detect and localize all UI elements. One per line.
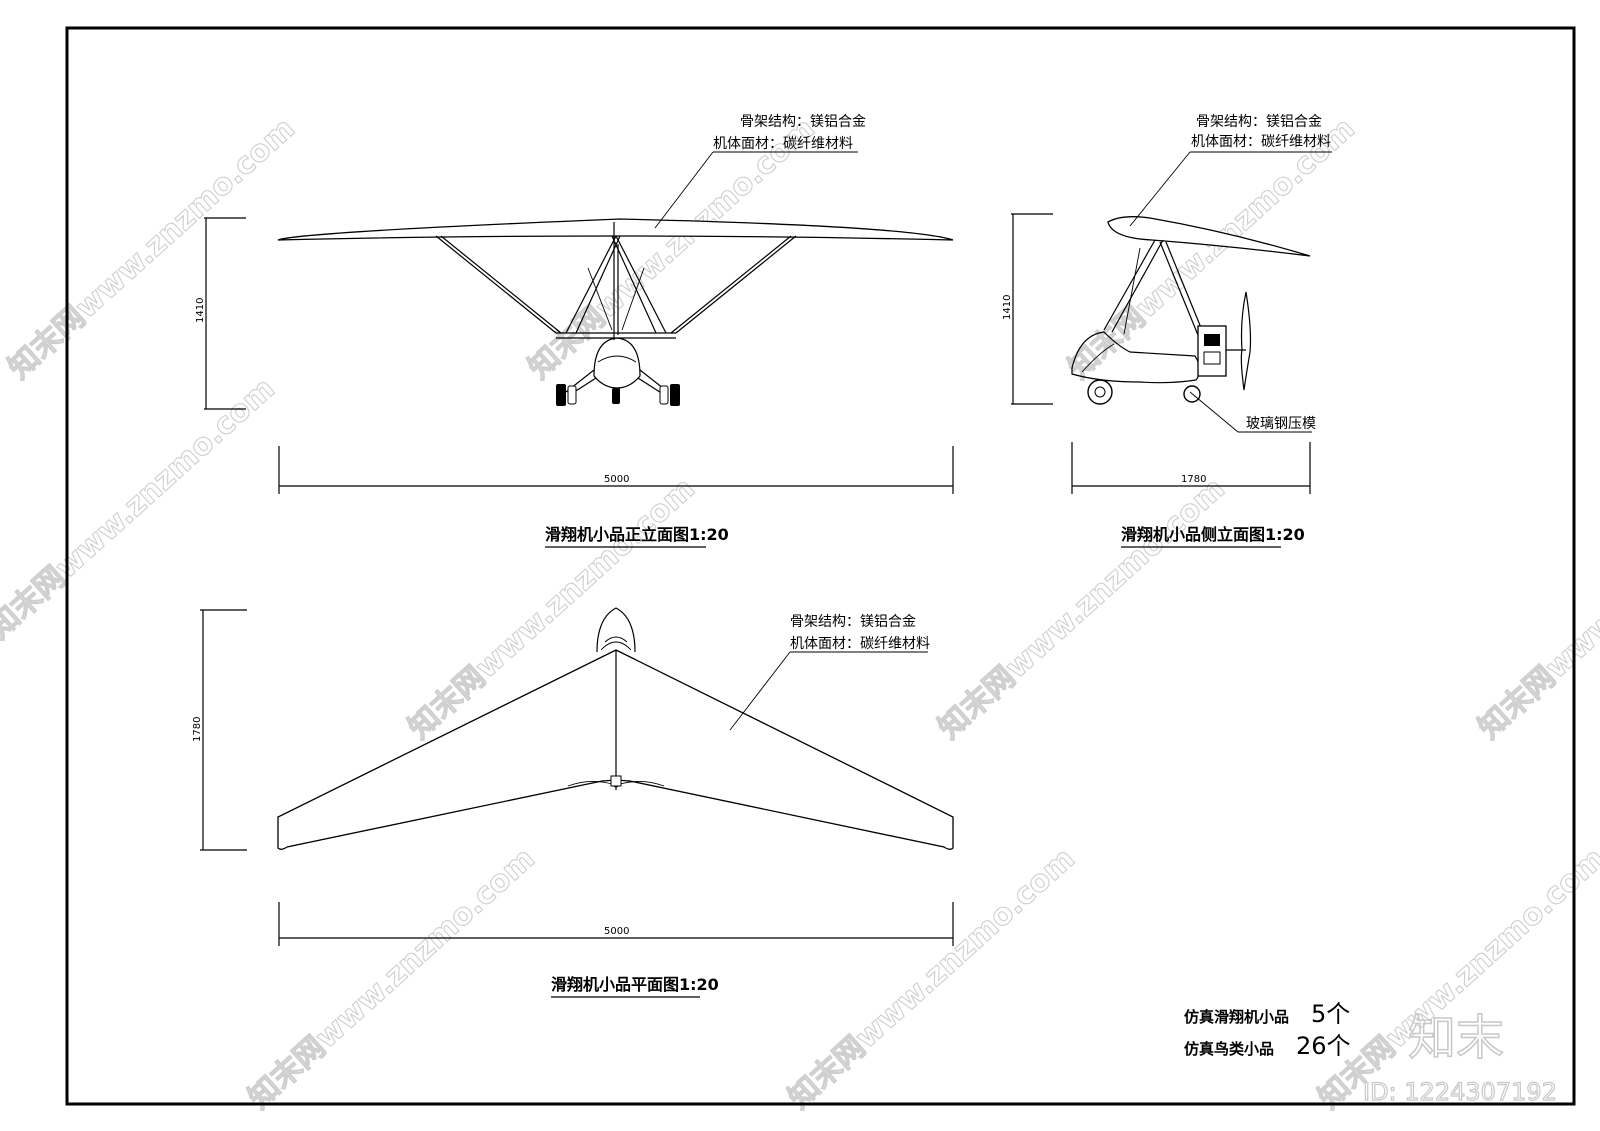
plan-note-surface: 机体面材：碳纤维材料 (790, 636, 930, 652)
plan-note-frame: 骨架结构：镁铝合金 (790, 614, 916, 630)
front-wheel-left (556, 384, 566, 406)
plan-view-title: 滑翔机小品平面图1:20 (551, 975, 719, 994)
side-note-body: 玻璃钢压模 (1246, 415, 1316, 432)
front-note-frame: 骨架结构：镁铝合金 (740, 114, 866, 130)
side-wing (1107, 216, 1311, 257)
plan-dim-width: 5000 (604, 926, 629, 937)
side-note-frame: 骨架结构：镁铝合金 (1196, 114, 1322, 130)
id-watermark: ID: 1224307192 (1363, 1078, 1557, 1106)
side-wheel-rear (1087, 379, 1113, 405)
front-wheel-nose (612, 388, 620, 404)
side-dim-height: 1410 (1002, 295, 1013, 320)
summary-label: 仿真滑翔机小品 (1184, 1008, 1289, 1026)
front-dim-width: 5000 (604, 474, 629, 485)
side-dim-width: 1780 (1181, 474, 1206, 485)
watermark-tile: 知末网www.znzmo.com (782, 841, 1082, 1116)
front-note-surface: 机体面材：碳纤维材料 (713, 136, 853, 152)
watermark-tile: 知末网www.znzmo.com (242, 841, 542, 1116)
watermark-tile: 知末网www.znzmo.com (932, 471, 1232, 746)
plan-nose (596, 607, 636, 653)
summary-row: 仿真滑翔机小品 5个 (1184, 1000, 1350, 1028)
side-view-title: 滑翔机小品侧立面图1:20 (1121, 525, 1305, 544)
front-dim-height: 1410 (195, 298, 206, 323)
sheet-border (65, 26, 1576, 1106)
side-elevation: 骨架结构：镁铝合金 机体面材：碳纤维材料 玻璃钢压模 1410 1780 滑翔机… (1002, 114, 1332, 548)
side-note-surface: 机体面材：碳纤维材料 (1191, 134, 1331, 150)
front-wing (277, 218, 954, 241)
quantity-summary: 仿真滑翔机小品 5个 仿真鸟类小品 26个 (1184, 1000, 1351, 1060)
watermark-tile: 知末网www.znzmo.com (2, 111, 302, 386)
plan-dim-height: 1780 (192, 717, 203, 742)
watermark-tile: 知末网www.znzmo.com (0, 371, 282, 646)
watermark-tile: 知末网www.znzmo.com (1472, 471, 1600, 746)
summary-label: 仿真鸟类小品 (1184, 1040, 1274, 1058)
front-wheel-right (670, 384, 680, 406)
summary-qty: 26个 (1296, 1032, 1351, 1060)
summary-row: 仿真鸟类小品 26个 (1184, 1032, 1351, 1060)
summary-qty: 5个 (1311, 1000, 1350, 1028)
watermark-tile: 知末网www.znzmo.com (1312, 841, 1600, 1116)
side-engine (1197, 325, 1227, 377)
front-view-title: 滑翔机小品正立面图1:20 (545, 525, 729, 544)
front-pod (593, 337, 641, 389)
brand-watermark: 知末 (1408, 1010, 1504, 1066)
plan-view: 骨架结构：镁铝合金 机体面材：碳纤维材料 1780 5000 滑翔机小品平面图1… (192, 607, 954, 998)
side-propeller (1240, 291, 1252, 391)
front-elevation: 骨架结构：镁铝合金 机体面材：碳纤维材料 1410 5000 滑翔机小品正立面图… (195, 114, 954, 548)
